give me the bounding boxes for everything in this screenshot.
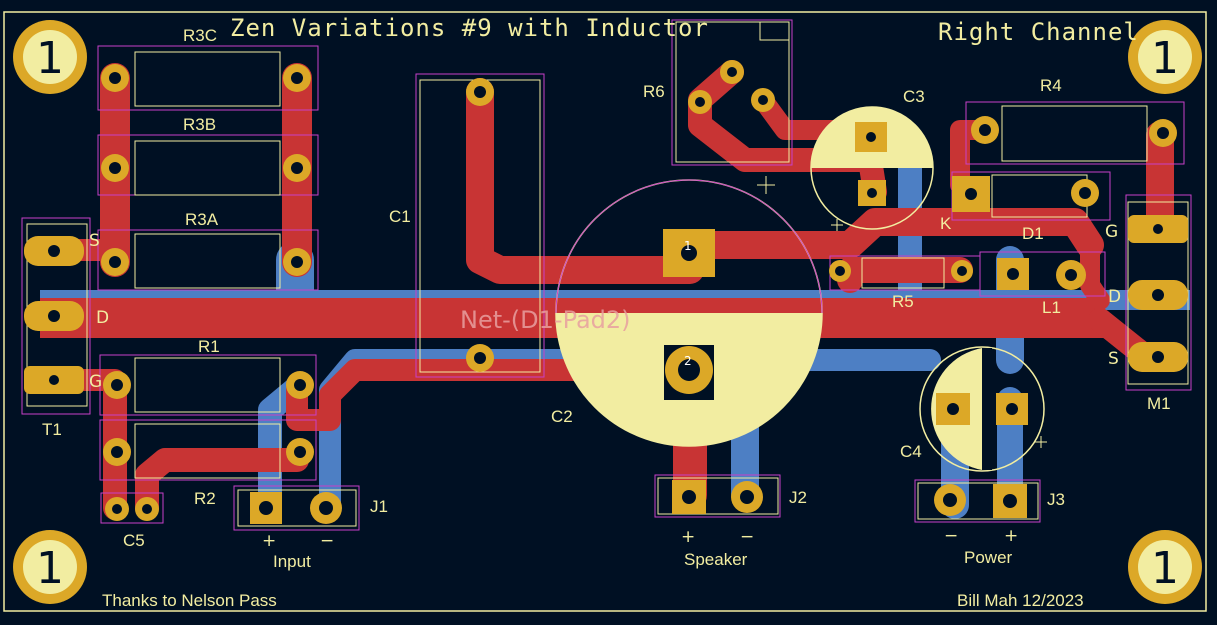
c2-pin-1: 1 [684, 239, 692, 253]
ref-r3c: R3C [183, 26, 217, 45]
input-label: Input [273, 552, 311, 571]
ref-r2: R2 [194, 489, 216, 508]
ref-j3: J3 [1047, 490, 1065, 509]
ref-c5: C5 [123, 531, 145, 550]
drill-holes [48, 67, 1169, 515]
t1-pin-g: G [89, 372, 102, 392]
ref-l1: L1 [1042, 298, 1061, 317]
credit-right: Bill Mah 12/2023 [957, 591, 1084, 610]
mount-hole-label: 1 [1151, 543, 1179, 594]
m1-pin-d: D [1108, 287, 1121, 307]
ref-c2: C2 [551, 407, 573, 426]
ref-r3a: R3A [185, 210, 219, 229]
ref-r4: R4 [1040, 76, 1062, 95]
mount-hole-label: 1 [36, 543, 64, 594]
ref-j1: J1 [370, 497, 388, 516]
c2-pin-2: 2 [684, 354, 692, 368]
m1-pin-g: G [1105, 222, 1118, 242]
ref-r6: R6 [643, 82, 665, 101]
m1-pin-s: S [1108, 349, 1119, 369]
power-minus: − [944, 526, 958, 546]
speaker-minus: − [740, 527, 754, 547]
ref-c3: C3 [903, 87, 925, 106]
ref-c4: C4 [900, 442, 922, 461]
board-title: Zen Variations #9 with Inductor [230, 14, 709, 42]
ref-r5: R5 [892, 292, 914, 311]
ref-k: K [940, 214, 952, 233]
mounting-holes [13, 20, 1202, 604]
net-label: Net-(D1-Pad2) [460, 306, 631, 334]
polarity-markers [757, 176, 1047, 448]
mount-hole-label: 1 [36, 33, 64, 84]
ref-m1: M1 [1147, 394, 1171, 413]
t1-pin-d: D [96, 308, 109, 328]
ref-c1: C1 [389, 207, 411, 226]
input-plus: + [262, 531, 276, 551]
credit-left: Thanks to Nelson Pass [102, 591, 277, 610]
channel-label: Right Channel [938, 18, 1139, 46]
speaker-label: Speaker [684, 550, 748, 569]
ref-r1: R1 [198, 337, 220, 356]
ref-r3b: R3B [183, 115, 216, 134]
mount-hole-label: 1 [1151, 33, 1179, 84]
input-minus: − [320, 531, 334, 551]
ref-t1: T1 [42, 420, 62, 439]
speaker-plus: + [681, 527, 695, 547]
ref-d1: D1 [1022, 224, 1044, 243]
ref-j2: J2 [789, 488, 807, 507]
power-plus: + [1004, 526, 1018, 546]
power-label: Power [964, 548, 1013, 567]
t1-pin-s: S [89, 231, 100, 251]
